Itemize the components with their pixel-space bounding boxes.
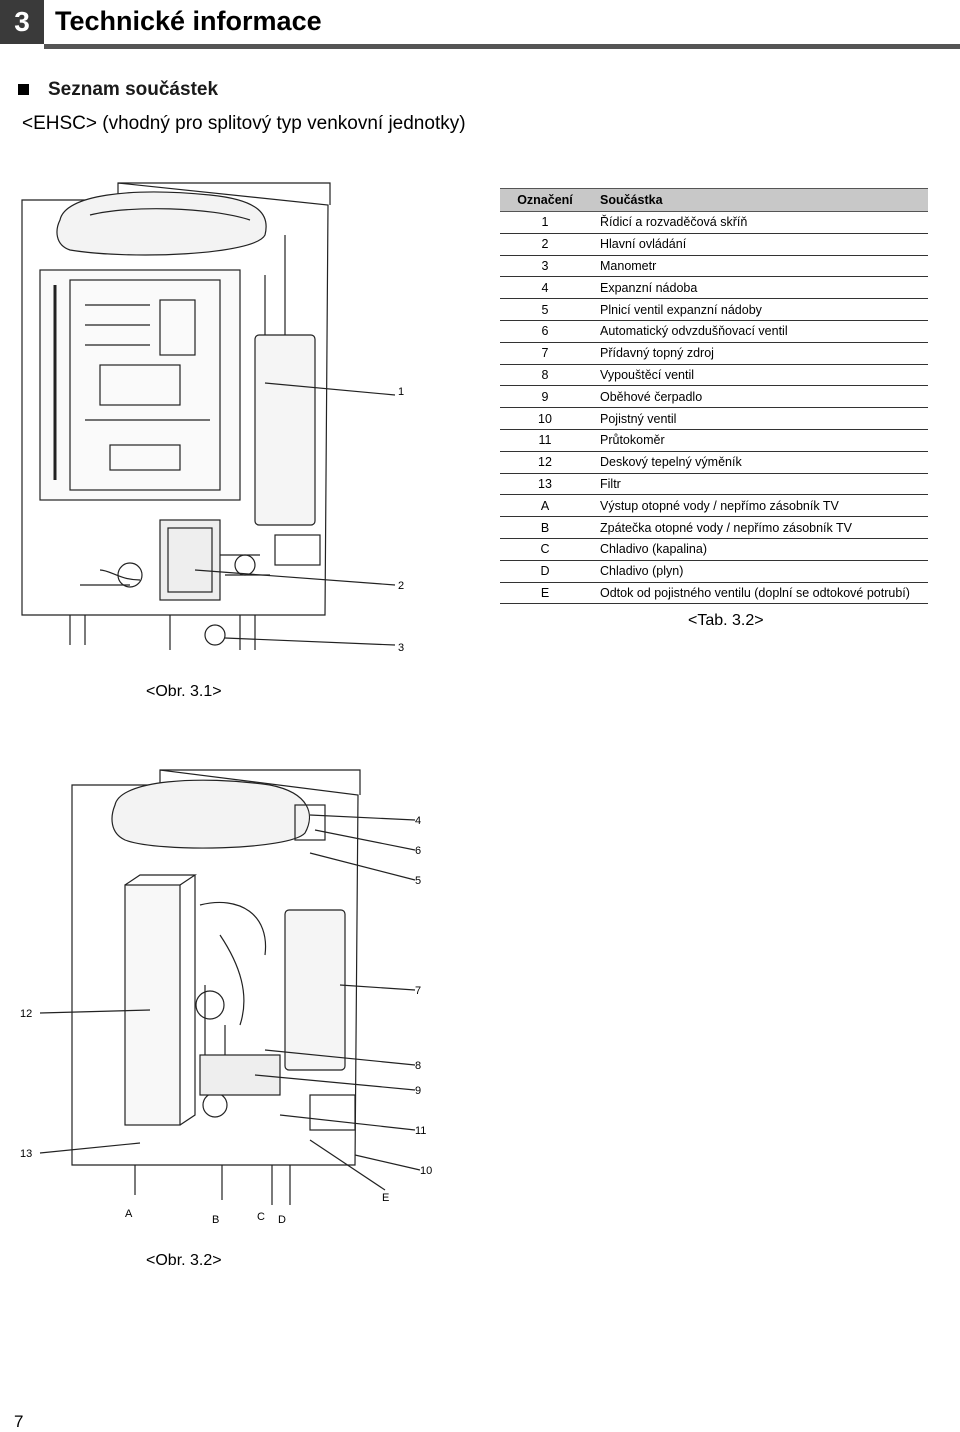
component-cell: Plnicí ventil expanzní nádoby	[590, 298, 928, 321]
component-cell: Filtr	[590, 473, 928, 496]
component-cell: Průtokoměr	[590, 429, 928, 452]
component-cell: Řídicí a rozvaděčová skříň	[590, 211, 928, 234]
figure2-callout-11: 11	[415, 1125, 426, 1137]
component-cell: Deskový tepelný výměník	[590, 451, 928, 474]
table-header-row: Označení Součástka	[500, 188, 928, 212]
designation-cell: 10	[500, 407, 590, 430]
designation-cell: 2	[500, 233, 590, 256]
designation-cell: 12	[500, 451, 590, 474]
figure2-callout-D: D	[278, 1214, 286, 1226]
figure-3-2-diagram: 4 6 5 7 12 8 9 11 13 10 E A B C D	[20, 769, 432, 1226]
figure2-callout-4: 4	[415, 815, 421, 827]
figure1-callout-1: 1	[398, 386, 404, 398]
designation-cell: E	[500, 582, 590, 605]
component-cell: Automatický odvzdušňovací ventil	[590, 320, 928, 343]
designation-cell: 11	[500, 429, 590, 452]
figure2-callout-7: 7	[415, 985, 421, 997]
designation-cell: 8	[500, 364, 590, 387]
section-subtitle: <EHSC> (vhodný pro splitový typ venkovní…	[22, 113, 466, 134]
figure2-callout-12: 12	[20, 1008, 32, 1020]
page-number: 7	[14, 1412, 24, 1431]
designation-cell: 6	[500, 320, 590, 343]
designation-cell: 13	[500, 473, 590, 496]
designation-cell: D	[500, 560, 590, 583]
component-cell: Přídavný topný zdroj	[590, 342, 928, 365]
component-cell: Výstup otopné vody / nepřímo zásobník TV	[590, 494, 928, 518]
component-cell: Zpátečka otopné vody / nepřímo zásobník …	[590, 516, 928, 539]
component-cell: Pojistný ventil	[590, 407, 928, 430]
figure2-callout-B: B	[212, 1214, 219, 1226]
figure-3-1-diagram: 1 2 3	[21, 182, 404, 654]
designation-cell: B	[500, 516, 590, 539]
figure-3-1-caption: <Obr. 3.1>	[146, 683, 222, 700]
figure2-callout-10: 10	[420, 1165, 432, 1177]
figure2-callout-8: 8	[415, 1060, 421, 1072]
figure2-callout-6: 6	[415, 845, 421, 857]
component-cell: Chladivo (plyn)	[590, 560, 928, 583]
section-title: Seznam součástek	[48, 79, 219, 100]
designation-cell: 5	[500, 298, 590, 321]
chapter-rule	[44, 44, 960, 49]
figure2-callout-5: 5	[415, 875, 421, 887]
component-cell: Hlavní ovládání	[590, 233, 928, 256]
chapter-number: 3	[0, 0, 44, 44]
figure1-callout-3: 3	[398, 642, 404, 654]
designation-cell: C	[500, 538, 590, 561]
component-cell: Vypouštěcí ventil	[590, 364, 928, 387]
designation-cell: 1	[500, 211, 590, 234]
component-cell: Expanzní nádoba	[590, 276, 928, 300]
designation-cell: 4	[500, 276, 590, 300]
figure2-callout-13: 13	[20, 1148, 32, 1160]
component-cell: Chladivo (kapalina)	[590, 538, 928, 561]
figure2-callout-9: 9	[415, 1085, 421, 1097]
chapter-title: Technické informace	[55, 6, 322, 36]
designation-cell: 3	[500, 255, 590, 278]
designation-cell: 7	[500, 342, 590, 365]
figure2-callout-E: E	[382, 1192, 389, 1204]
figure2-callout-A: A	[125, 1208, 133, 1220]
component-cell: Manometr	[590, 255, 928, 278]
section-bullet-icon	[18, 84, 29, 95]
designation-cell: 9	[500, 385, 590, 409]
figure1-callout-2: 2	[398, 580, 404, 592]
component-cell: Odtok od pojistného ventilu (doplní se o…	[590, 582, 928, 605]
table-caption: <Tab. 3.2>	[688, 612, 764, 629]
column-header-component: Součástka	[590, 188, 928, 212]
figure-3-2-caption: <Obr. 3.2>	[146, 1252, 222, 1269]
designation-cell: A	[500, 494, 590, 518]
column-header-designation: Označení	[500, 188, 590, 212]
component-cell: Oběhové čerpadlo	[590, 385, 928, 409]
figure2-callout-C: C	[257, 1211, 265, 1223]
